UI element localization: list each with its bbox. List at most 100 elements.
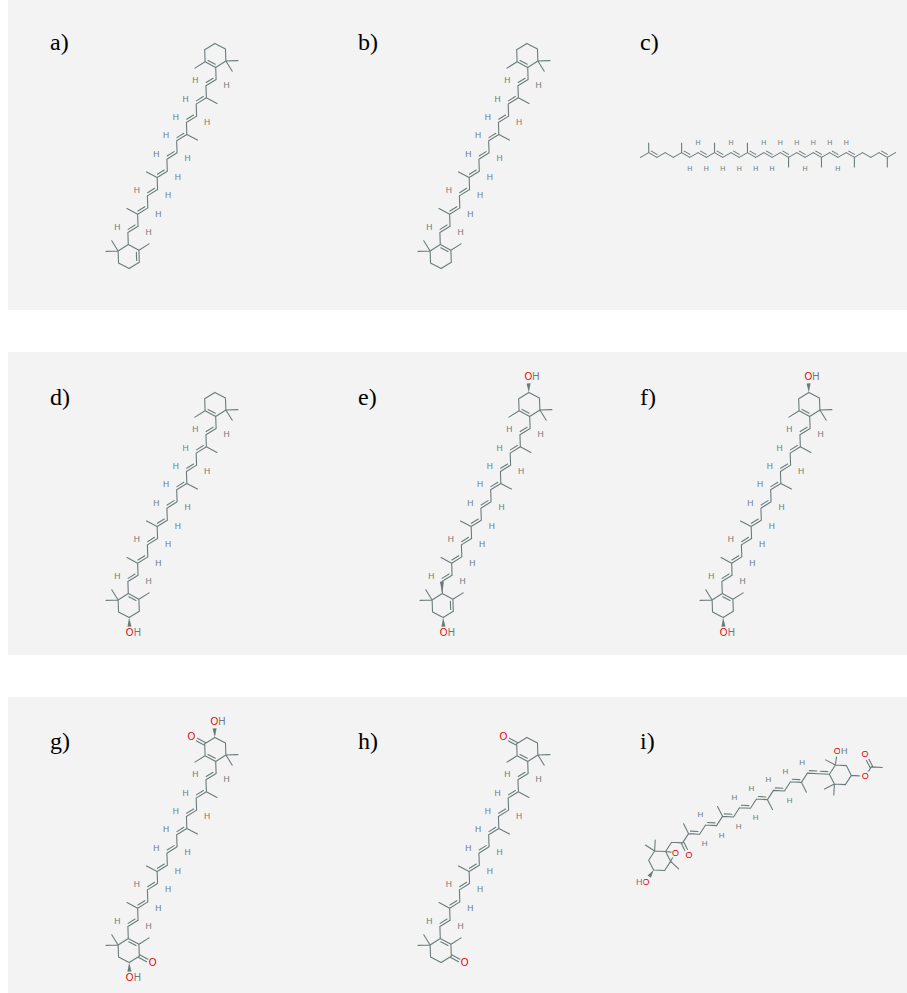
atom-label: H [535,775,542,784]
atom-label: H [223,81,230,90]
atom-label: H [504,770,511,779]
atom-label: H [114,917,121,926]
atom-label: O [861,750,869,759]
atom-label: H [518,466,525,475]
atom-label: H [426,223,433,232]
atom-label: H [727,628,735,638]
atom-label: H [155,209,162,218]
atom-label: H [537,430,544,439]
atom-label: O [642,877,650,886]
atom-label: H [817,430,824,439]
atom-label: H [731,794,738,802]
skeletal-structure [106,392,238,617]
atom-label: H [469,558,476,567]
atom-label: H [708,572,715,581]
atom-label: H [184,503,191,512]
atom-label: H [477,885,484,894]
atom-label: O [861,772,869,781]
atom-label: O [499,732,508,742]
atom-label: H [172,807,179,816]
atom-label: H [753,164,759,171]
atom-label: H [145,228,152,237]
atom-label: H [812,372,820,382]
atom-label: H [465,149,472,158]
atom-label: H [494,788,501,797]
atom-label: H [486,173,493,182]
atom-label: H [467,498,474,507]
atom-label: H [843,139,849,146]
atom-label: H [184,154,191,163]
panel-letter: i) [640,729,655,753]
atom-label: H [687,164,693,171]
wedge-bond [127,963,131,972]
atom-label: H [465,843,472,852]
atom-label: H [496,848,503,857]
atom-label: H [494,94,501,103]
atom-label: H [728,139,734,146]
skeletal-structure [106,737,238,962]
atom-label: H [133,880,140,889]
atom-label: H [475,131,482,140]
atom-label: H [447,628,455,638]
panel-letter: f) [640,385,656,409]
atom-label: H [496,443,503,452]
atom-label: H [174,173,181,182]
atom-label: H [165,191,172,200]
atom-label: H [133,535,140,544]
atom-label: H [475,825,482,834]
atom-label: H [426,917,433,926]
atom-label: H [777,139,783,146]
atom-label: H [739,577,746,586]
atom-label: H [428,572,435,581]
atom-label: H [752,814,759,822]
atom-label: H [153,498,160,507]
atom-label: H [172,113,179,122]
panel-letter: g) [50,729,70,753]
panel-band: g)h)i) [8,697,907,993]
atom-label: H [747,498,754,507]
panel-letter: c) [640,30,659,54]
atom-label: H [516,811,523,820]
atom-label: H [506,425,513,434]
atom-label: H [697,811,704,819]
atom-label: H [218,717,226,727]
atom-label: H [810,139,816,146]
atom-label: H [204,117,211,126]
atom-label: O [685,851,693,860]
atom-label: H [145,577,152,586]
atom-label: H [163,131,170,140]
atom-label: H [204,811,211,820]
skeletal-structure [420,392,552,617]
panel-letter: d) [50,385,70,409]
atom-label: H [486,462,493,471]
atom-label: H [153,149,160,158]
atom-label: H [182,94,189,103]
atom-label: O [671,848,679,857]
skeletal-structure [640,143,895,167]
atom-label: H [445,880,452,889]
atom-label: H [192,425,199,434]
atom-label: H [765,776,772,784]
atom-label: H [467,903,474,912]
atom-label: H [799,759,806,767]
atom-label: H [145,922,152,931]
atom-label: H [192,770,199,779]
atom-label: H [447,535,454,544]
atom-label: O [148,958,157,968]
atom-label: H [163,480,170,489]
atom-label: H [718,832,725,840]
atom-label: O [187,732,196,742]
atom-label: H [172,462,179,471]
panel-background [8,352,907,655]
atom-label: H [477,191,484,200]
atom-label: H [479,540,486,549]
atom-label: H [459,577,466,586]
atom-label: O [460,958,469,968]
wedge-bond [127,618,131,627]
wedge-bond [807,383,811,392]
atom-label: H [155,903,162,912]
atom-label: H [457,922,464,931]
atom-label: H [695,139,701,146]
atom-label: H [488,522,495,531]
atom-label: H [165,885,172,894]
